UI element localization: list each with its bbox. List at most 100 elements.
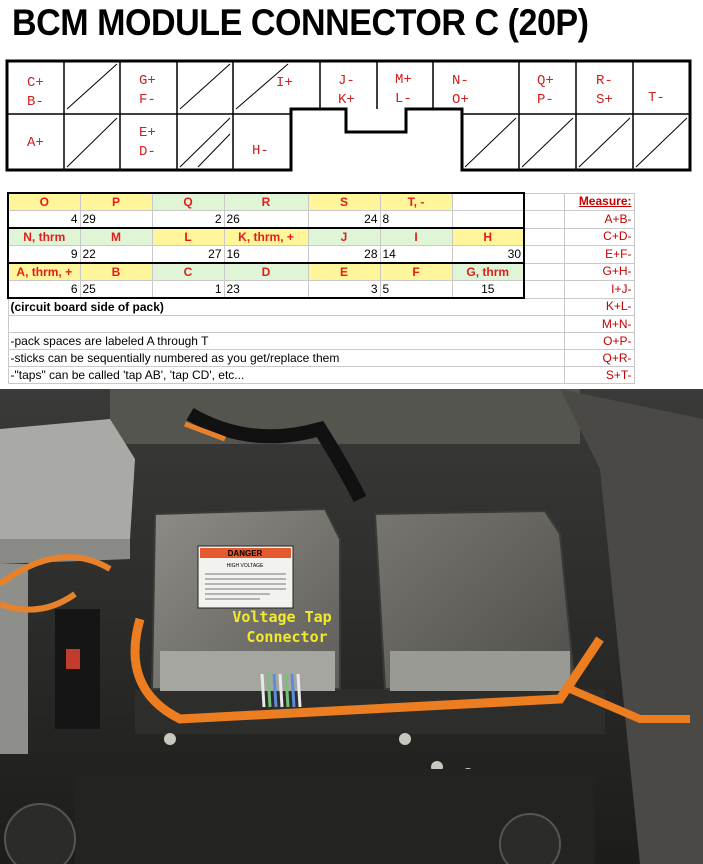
danger-title: DANGER	[228, 549, 263, 558]
cell-spacer	[523, 245, 565, 264]
cell-label: S	[307, 192, 381, 211]
pin-label-a: A+	[27, 135, 44, 151]
table-row: -pack spaces are labeled A through T O+P…	[7, 332, 635, 350]
cell-label	[451, 192, 525, 211]
danger-text-lines	[205, 573, 286, 600]
cell-label: N, thrm	[7, 227, 81, 246]
orange-cable-main	[130, 617, 604, 724]
pin-label-q-p: Q+ P-	[537, 73, 554, 108]
cell-label: E	[307, 262, 381, 281]
cell-spacer	[523, 210, 565, 229]
pin-label-m-l: M+ L-	[395, 72, 412, 107]
pin-label-e-d: E+ D-	[139, 125, 156, 160]
measure-item: O+P-	[563, 332, 635, 350]
bcm-module-right	[373, 509, 577, 690]
cell-number: 25	[79, 280, 153, 299]
cell-label: C	[151, 262, 225, 281]
cell-label: B	[79, 262, 153, 281]
tap-wires	[260, 673, 302, 708]
photo-illustration: DANGER HIGH VOLTAGE	[0, 389, 703, 864]
cooling-fan-left	[4, 803, 76, 864]
cell-number: 29	[79, 210, 153, 229]
pin-label-c-b: C+ B-	[27, 75, 44, 110]
cell-number	[451, 210, 525, 229]
pin-label-r-s: R- S+	[596, 73, 613, 108]
pack-layout-table-area: O P Q R S T, - Measure: 4 29 2 26 24 8 A…	[0, 192, 703, 388]
cell-label: O	[7, 192, 81, 211]
cell-number: 3	[307, 280, 381, 299]
cell-number: 9	[7, 245, 81, 264]
measure-item: I+J-	[563, 280, 635, 299]
pin-label-g-f: G+ F-	[139, 73, 156, 108]
table-row: M+N-	[7, 315, 635, 333]
cell-label: A, thrm, +	[7, 262, 81, 281]
pack-layout-table: O P Q R S T, - Measure: 4 29 2 26 24 8 A…	[7, 192, 635, 384]
cell-number: 6	[7, 280, 81, 299]
pin-label-j-k: J- K+	[338, 73, 355, 108]
cell-label: T, -	[379, 192, 453, 211]
black-wire-loom	[186, 407, 367, 503]
cell-number: 26	[223, 210, 309, 229]
page-title-area: BCM MODULE CONNECTOR C (20P)	[0, 0, 703, 52]
cell-label: P	[79, 192, 153, 211]
cell-number: 24	[307, 210, 381, 229]
pin-label-n-o: N- O+	[452, 73, 469, 108]
note-empty	[7, 315, 565, 333]
cell-number: 16	[223, 245, 309, 264]
right-frame	[560, 389, 703, 864]
voltage-tap-label-line2: Connector	[246, 628, 327, 646]
cell-number: 8	[379, 210, 453, 229]
relay-indicator	[66, 649, 80, 669]
cell-label: I	[379, 227, 453, 246]
measure-header: Measure:	[563, 192, 635, 211]
connector-shell	[5, 59, 692, 172]
pin-label-h: H-	[252, 143, 269, 159]
measure-item: C+D-	[563, 227, 635, 246]
cell-label: J	[307, 227, 381, 246]
measure-item: G+H-	[563, 262, 635, 281]
cell-label: H	[451, 227, 525, 246]
measure-item: K+L-	[563, 297, 635, 316]
cell-label: Q	[151, 192, 225, 211]
cell-label: K, thrm, +	[223, 227, 309, 246]
right-connector-housing	[390, 651, 570, 691]
connector-diagram: C+ B- A+ G+ F- E+ D- I+ H- J- K+ M+ L- N…	[0, 52, 703, 182]
cell-number: 14	[379, 245, 453, 264]
cell-label: L	[151, 227, 225, 246]
danger-subtitle: HIGH VOLTAGE	[227, 563, 264, 569]
note-text: -sticks can be sequentially numbered as …	[7, 349, 565, 367]
cell-number: 28	[307, 245, 381, 264]
left-bracket	[0, 419, 135, 539]
cell-number: 4	[7, 210, 81, 229]
cell-label: G, thrm	[451, 262, 525, 281]
note-text: -pack spaces are labeled A through T	[7, 332, 565, 350]
left-connector-housing	[160, 651, 335, 691]
bcm-photo: DANGER HIGH VOLTAGE	[0, 389, 703, 864]
table-row: (circuit board side of pack) K+L-	[7, 297, 635, 316]
cell-spacer	[523, 262, 565, 281]
cell-spacer	[523, 280, 565, 299]
table-row: -"taps" can be called 'tap AB', 'tap CD'…	[7, 366, 635, 384]
table-row: 9 22 27 16 28 14 30 E+F-	[7, 245, 635, 264]
connector-outline	[5, 59, 692, 172]
note-text: (circuit board side of pack)	[7, 297, 565, 316]
connector-dividers	[63, 61, 634, 170]
table-row: 6 25 1 23 3 5 15 I+J-	[7, 280, 635, 299]
pin-label-i: I+	[276, 75, 293, 91]
cell-label: F	[379, 262, 453, 281]
measure-item: S+T-	[563, 366, 635, 384]
measure-item: Q+R-	[563, 349, 635, 367]
cell-label: M	[79, 227, 153, 246]
cell-spacer	[523, 192, 565, 211]
note-text: -"taps" can be called 'tap AB', 'tap CD'…	[7, 366, 565, 384]
connector-empty-slots	[66, 63, 688, 168]
cell-number: 23	[223, 280, 309, 299]
cooling-fan-right	[499, 813, 561, 864]
cell-number: 27	[151, 245, 225, 264]
cell-spacer	[523, 227, 565, 246]
cell-number: 1	[151, 280, 225, 299]
cell-number: 15	[451, 280, 525, 299]
cell-number: 30	[451, 245, 525, 264]
cell-number: 2	[151, 210, 225, 229]
table-row: A, thrm, + B C D E F G, thrm G+H-	[7, 262, 635, 281]
